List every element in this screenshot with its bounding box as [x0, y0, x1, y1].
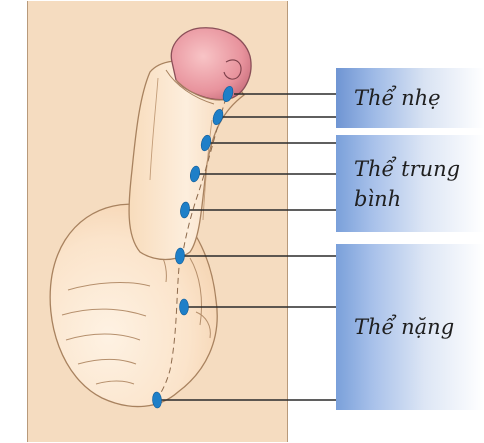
label-moderate-text-1: Thể trung — [354, 154, 484, 184]
label-mild-text: Thể nhẹ — [354, 83, 484, 113]
label-mild: Thể nhẹ — [336, 68, 484, 128]
marker-dot — [180, 299, 189, 315]
label-moderate: Thể trung bình — [336, 135, 484, 232]
label-severe: Thể nặng — [336, 244, 484, 410]
label-severe-text: Thể nặng — [354, 312, 484, 342]
label-moderate-text-2: bình — [354, 184, 484, 214]
